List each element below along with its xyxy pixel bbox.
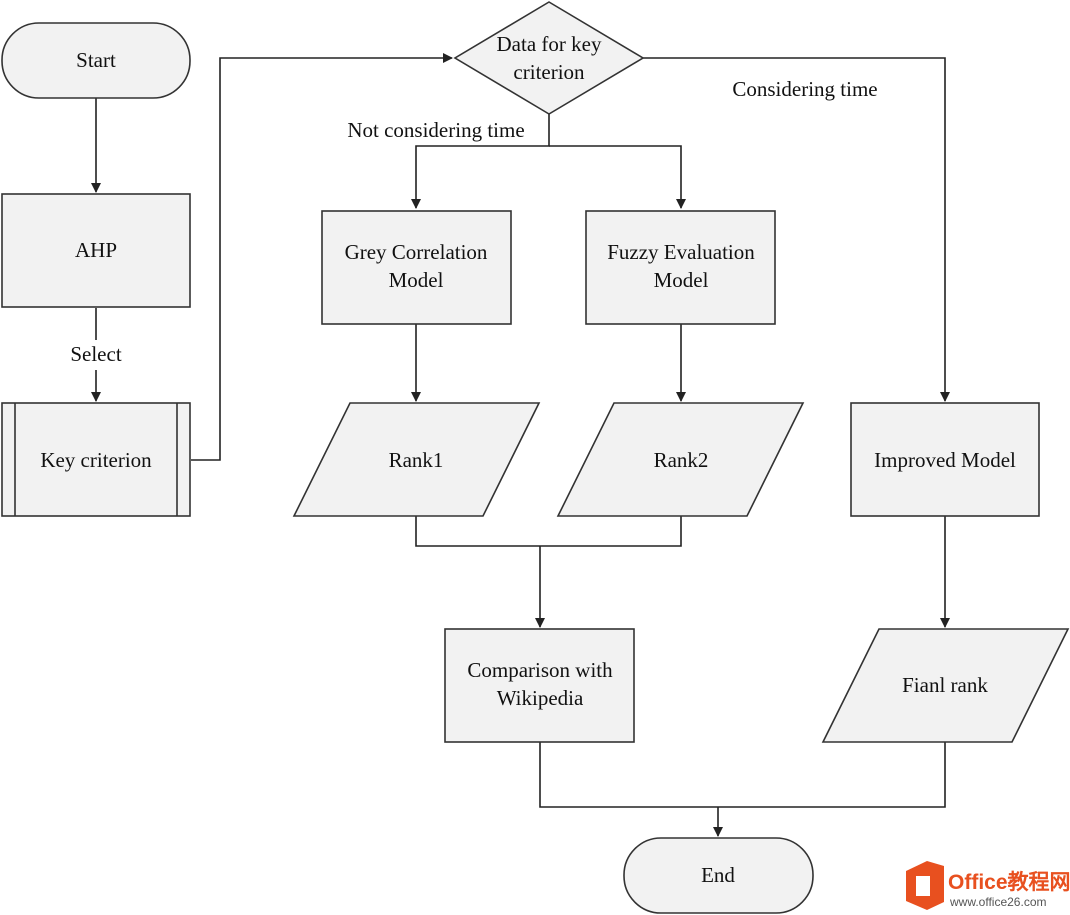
rank1-label: Rank1 — [389, 448, 444, 472]
fuzzy-label-line1: Fuzzy Evaluation — [607, 240, 755, 264]
edge-decision-improved — [643, 57, 950, 402]
decision-node: Data for key criterion — [453, 1, 645, 115]
watermark-url: www.office26.com — [949, 895, 1047, 909]
considering-edge-label: Considering time — [732, 77, 877, 101]
start-node: Start — [1, 22, 191, 99]
rank2-node: Rank2 — [556, 402, 805, 517]
fuzzy-evaluation-node: Fuzzy Evaluation Model — [585, 210, 776, 325]
not-considering-edge-label: Not considering time — [347, 118, 524, 142]
rank1-node: Rank1 — [292, 402, 541, 517]
edge-decision-fuzzy — [549, 145, 686, 209]
end-node: End — [623, 837, 814, 914]
rank2-label: Rank2 — [654, 448, 709, 472]
improved-model-node: Improved Model — [850, 402, 1040, 517]
comparison-node: Comparison with Wikipedia — [444, 628, 635, 743]
final-rank-node: Fianl rank — [821, 628, 1070, 743]
end-label: End — [701, 863, 735, 887]
decision-label-line1: Data for key — [497, 32, 602, 56]
ahp-label: AHP — [75, 238, 117, 262]
key-criterion-node: Key criterion — [1, 402, 191, 517]
comparison-label-line2: Wikipedia — [497, 686, 584, 710]
watermark: Office教程网 www.office26.com — [906, 861, 1070, 910]
decision-label-line2: criterion — [513, 60, 585, 84]
grey-label-line1: Grey Correlation — [345, 240, 488, 264]
key-criterion-label: Key criterion — [40, 448, 152, 472]
ahp-node: AHP — [1, 193, 191, 308]
comparison-label-line1: Comparison with — [467, 658, 613, 682]
select-edge-label: Select — [70, 342, 121, 366]
improved-label: Improved Model — [874, 448, 1016, 472]
grey-label-line2: Model — [389, 268, 444, 292]
edge-key-decision — [191, 53, 453, 461]
grey-correlation-node: Grey Correlation Model — [321, 210, 512, 325]
edge-decision-split — [411, 114, 550, 209]
final-rank-label: Fianl rank — [902, 673, 988, 697]
edge-to-end — [539, 742, 946, 808]
edge-ranks-merge — [415, 516, 682, 547]
watermark-brand: Office教程网 — [948, 870, 1070, 894]
start-label: Start — [76, 48, 116, 72]
fuzzy-label-line2: Model — [654, 268, 709, 292]
